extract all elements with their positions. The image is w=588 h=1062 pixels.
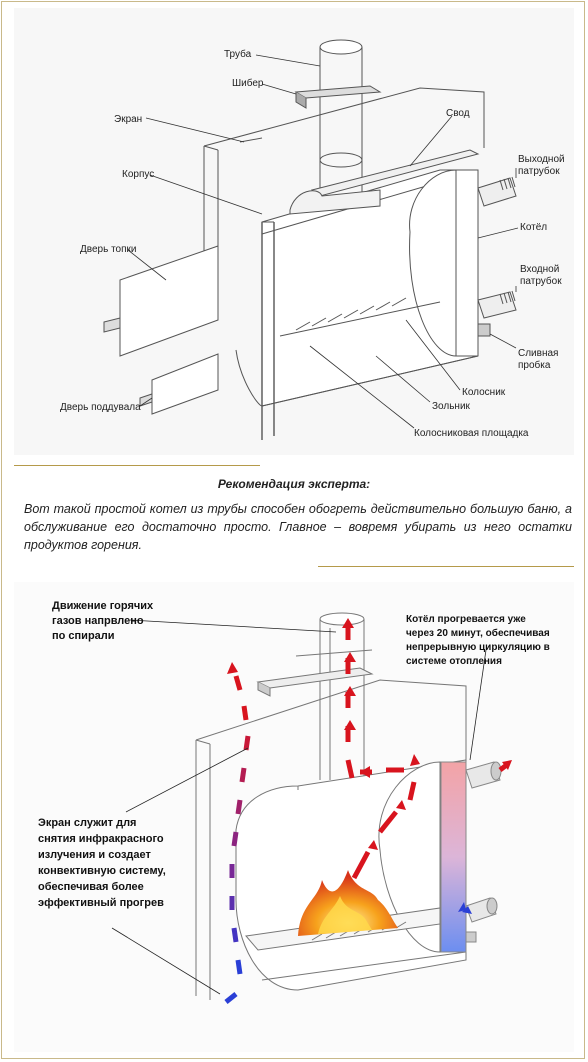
label-screen: Экран [114,114,142,125]
label-drain-1: Сливная [518,348,558,359]
divider-top [14,465,260,466]
label-screen-6: эффективный прогрев [38,897,164,909]
expert-title: Рекомендация эксперта: [217,477,371,491]
stove-parts-diagram: Труба Шибер Экран Корпус Дверь топки Две… [60,39,565,440]
label-gas-3: по спирали [52,630,115,642]
screen-panel-2 [195,679,467,760]
pipe-body [319,47,363,196]
pipe-top-2 [319,612,365,626]
hot-gas-arrowheads [342,618,512,850]
label-gas-2: газов напрвлено [52,615,144,627]
ashpit-door [151,353,219,415]
screen-panel [203,87,485,148]
boiler-water-column [440,761,467,953]
label-grate-platform: Колосниковая площадка [414,428,529,439]
label-screen-4: конвективную систему, [38,865,166,877]
expert-text: Вот такой простой котел из трубы способе… [24,502,572,552]
pipe-body-2 [319,619,365,780]
label-body: Корпус [122,169,154,180]
label-screen-3: излучения и создает [38,849,151,861]
outlet-pipe [477,177,517,207]
label-outlet-1: Выходной [518,154,565,165]
label-gas-1: Движение горячих [52,600,154,612]
boiler-circle [378,761,441,953]
label-screen-1: Экран служит для [38,817,136,829]
label-ash-pan: Зольник [432,401,471,412]
label-boiler-1: Котёл прогревается уже [406,614,526,625]
label-boiler-2: через 20 минут, обеспечивая [406,627,550,639]
convection-flow [224,675,251,1004]
label-inlet-1: Входной [520,264,559,275]
divider-bottom [318,566,574,567]
firebox-door [119,245,219,357]
flow-arrow [378,810,398,834]
drain-plug [477,323,491,337]
flow-arrow [407,781,417,801]
grate-bars [295,297,407,331]
label-grate-bar: Колосник [462,387,506,398]
convection-arrowheads [227,662,472,914]
label-screen-2: снятия инфракрасного [38,833,164,845]
fire-flames [298,870,398,936]
label-damper: Шибер [232,77,264,89]
flow-arrow [345,759,355,779]
boiler [409,169,457,357]
label-boiler-4: системе отопления [406,656,502,667]
label-drain-2: пробка [518,359,551,371]
inlet-pipe [477,291,517,319]
label-screen-5: обеспечивая более [38,881,144,893]
label-pipe: Труба [224,48,252,60]
label-boiler-3: непрерывную циркуляцию в [406,642,550,653]
label-firebox-door: Дверь топки [80,244,137,255]
damper-2 [256,667,374,689]
label-vault: Свод [446,108,470,119]
label-inlet-2: патрубок [520,275,562,287]
label-ashpit-door: Дверь поддувала [60,402,141,413]
label-outlet-2: патрубок [518,165,560,177]
pipe-inner-ring [319,152,363,168]
drain-plug-2 [465,931,477,943]
label-boiler: Котёл [520,222,547,233]
flow-arrow [351,850,371,880]
